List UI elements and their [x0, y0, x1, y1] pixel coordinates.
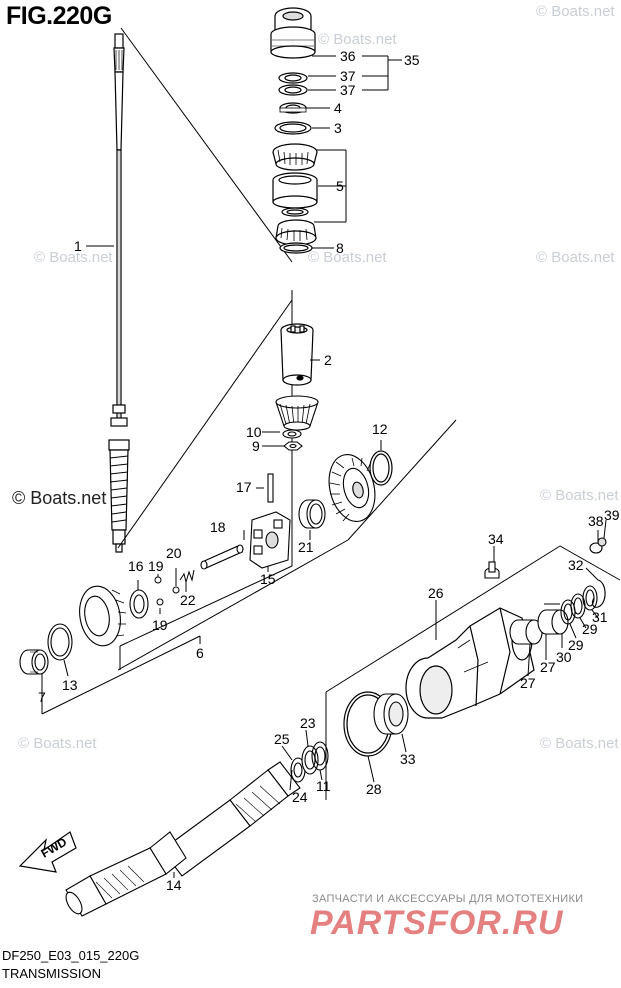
watermark-boats: © Boats.net	[34, 249, 113, 266]
partsfor-tagline: ЗАПЧАСТИ И АКСЕССУАРЫ ДЛЯ МОТОТЕХНИКИ	[312, 893, 584, 905]
needle-bearing-27	[509, 609, 569, 645]
callout-10: 10	[246, 424, 262, 440]
callout-27-right: 27	[540, 659, 556, 675]
callout-38: 38	[588, 513, 604, 529]
washer-and-nut	[282, 429, 303, 451]
callout-33: 33	[400, 751, 416, 767]
upper-bearing-housing	[270, 7, 316, 59]
watermark-boats: © Boats.net	[536, 3, 615, 20]
spring-22	[179, 569, 195, 584]
callout-16: 16	[128, 558, 144, 574]
watermark-boats: © Boats.net	[536, 249, 615, 266]
callout-5: 5	[336, 178, 344, 194]
watermark-boats: © Boats.net	[540, 735, 619, 752]
callout-13: 13	[62, 677, 78, 693]
callout-14: 14	[166, 877, 182, 893]
callout-8: 8	[336, 240, 344, 256]
callout-34: 34	[488, 531, 504, 547]
callout-28: 28	[366, 781, 382, 797]
callout-1: 1	[74, 238, 82, 254]
callout-labels: 1 2 3 4 5 6 7 8 9 10 11 12 13 14 15 16 1…	[38, 48, 620, 893]
callout-27-left: 27	[520, 675, 536, 691]
callout-15: 15	[260, 571, 276, 587]
callout-26: 26	[428, 585, 444, 601]
taper-roller-bearing	[272, 143, 318, 254]
watermark-boats: © Boats.net	[318, 31, 397, 48]
pinion-gear	[275, 395, 319, 431]
callout-17: 17	[236, 479, 252, 495]
callout-3: 3	[334, 120, 342, 136]
drive-shaft	[108, 33, 130, 553]
callout-22: 22	[180, 592, 196, 608]
callout-18: 18	[210, 519, 226, 535]
callout-20: 20	[166, 545, 182, 561]
callout-23: 23	[300, 715, 316, 731]
shaft-collars	[290, 741, 329, 783]
callout-31: 31	[592, 609, 608, 625]
callout-39: 39	[604, 507, 620, 523]
seal-rings	[274, 72, 312, 135]
watermark-boats: © Boats.net	[18, 735, 97, 752]
callout-37-lower: 37	[340, 82, 356, 98]
needle-bearing-21	[298, 499, 326, 529]
bearing-33	[373, 693, 409, 735]
callout-19-lower: 19	[152, 617, 168, 633]
ring-13	[47, 623, 73, 661]
reverse-bevel-gear	[79, 585, 127, 647]
forward-bevel-gear	[328, 454, 376, 522]
callout-11: 11	[316, 778, 331, 794]
balls	[154, 576, 180, 606]
callout-29-left: 29	[568, 637, 584, 653]
shift-rod-18	[200, 544, 244, 570]
callout-32: 32	[568, 557, 584, 573]
callout-37-upper: 37	[340, 68, 356, 84]
pinion-sleeve	[280, 323, 314, 386]
plug-38-39	[589, 537, 607, 554]
callout-9: 9	[252, 438, 260, 454]
callout-21: 21	[298, 539, 314, 555]
needle-bearing-7	[19, 649, 49, 675]
partsfor-logo: PARTSFOR.RU	[310, 904, 564, 942]
callout-30: 30	[556, 649, 572, 665]
watermark-layer: © Boats.net © Boats.net © Boats.net © Bo…	[12, 3, 619, 752]
callout-29-right: 29	[582, 621, 598, 637]
circlip-32	[591, 579, 606, 608]
callout-12: 12	[372, 421, 388, 437]
callout-6: 6	[196, 645, 204, 661]
shim-16	[129, 589, 149, 619]
callout-7: 7	[38, 689, 46, 705]
callout-19-upper: 19	[148, 558, 164, 574]
callout-2: 2	[324, 352, 332, 368]
figure-subtitle: TRANSMISSION	[2, 966, 101, 981]
clutch-dog	[249, 511, 291, 569]
figure-title: FIG.220G	[6, 2, 112, 30]
callout-leaders	[41, 55, 607, 878]
bolt-34	[484, 561, 500, 579]
callout-36: 36	[340, 48, 356, 64]
pin-17	[267, 473, 274, 503]
housing-frame-lines	[325, 545, 621, 800]
watermark-boats: © Boats.net	[308, 249, 387, 266]
propeller-shaft	[65, 761, 301, 917]
callout-4: 4	[334, 100, 342, 116]
watermark-boats: © Boats.net	[540, 487, 619, 504]
thrust-ring	[369, 450, 393, 486]
callout-24: 24	[292, 789, 308, 805]
callout-35: 35	[404, 52, 420, 68]
watermark-boats-main: © Boats.net	[12, 488, 106, 508]
callout-25: 25	[274, 731, 290, 747]
figure-code: DF250_E03_015_220G	[2, 948, 140, 963]
forward-direction-arrow: FWD	[18, 831, 77, 873]
